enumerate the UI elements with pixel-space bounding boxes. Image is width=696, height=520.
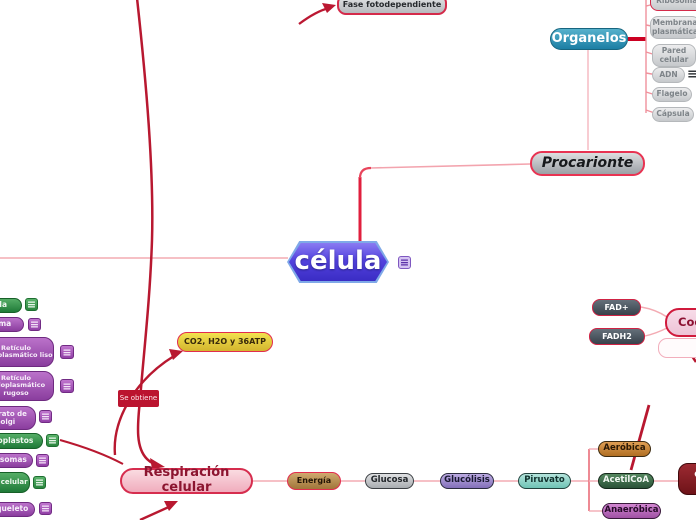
arrowhead-fase xyxy=(322,3,336,13)
edge-fadh2-coenzimas xyxy=(644,327,668,337)
edge-cloroplastos xyxy=(59,439,124,465)
node-celula-label: célula xyxy=(289,243,387,281)
edge-bottom-arrow xyxy=(139,504,172,520)
node-piruvato[interactable]: Piruvato xyxy=(518,473,571,489)
node-lisosoma[interactable]: Lisosoma xyxy=(0,317,24,332)
node-coenzimas[interactable]: Coenzimas xyxy=(665,308,696,337)
node-fad[interactable]: FAD+ xyxy=(592,299,641,316)
node-acetilcoa[interactable]: AcetilCoA xyxy=(598,473,654,489)
notes-icon-reticulo-liso[interactable]: ≡ xyxy=(60,345,74,359)
node-pared-celular-left[interactable]: Pared celular xyxy=(0,472,30,493)
notes-icon-lisosoma[interactable]: ≡ xyxy=(28,318,41,331)
arrowhead-respiracion-bottom xyxy=(164,501,178,511)
notes-icon-adn[interactable]: ≡ xyxy=(687,67,696,82)
notes-icon-peroxisomas[interactable]: ≡ xyxy=(36,454,49,467)
edge-celula-procarionte-c xyxy=(358,166,372,179)
node-reticulo-liso[interactable]: Retículo endoplasmático liso xyxy=(0,337,54,367)
node-pared-celular-right[interactable]: Pared celular xyxy=(652,44,696,67)
notes-icon-celula[interactable]: ≡ xyxy=(398,256,411,269)
edge-arrow-to-fase xyxy=(298,6,330,25)
relation-label-se-obtiene[interactable]: Se obtiene xyxy=(118,390,159,407)
node-glucolisis[interactable]: Glucólisis xyxy=(440,473,494,489)
node-co2-h2o-atp[interactable]: CO2, H2O y 36ATP xyxy=(177,332,273,352)
notes-icon-cloroplastos[interactable]: ≡ xyxy=(46,434,59,447)
notes-icon-reticulo-rugoso[interactable]: ≡ xyxy=(60,379,74,393)
node-ribosomas[interactable]: Ribosomas xyxy=(650,0,696,11)
node-capsula[interactable]: Cápsula xyxy=(652,107,694,122)
node-cloroplastos[interactable]: Cloroplastos xyxy=(0,433,43,449)
node-anaerobica[interactable]: Anaeróbica xyxy=(602,503,661,519)
node-aerobica[interactable]: Aeróbica xyxy=(598,441,651,457)
node-citoesqueleto[interactable]: Citoesqueleto xyxy=(0,502,35,517)
edge-diagonal-lower xyxy=(629,404,651,471)
node-aparato-golgi[interactable]: Aparato de Golgi xyxy=(0,406,36,430)
node-organelos[interactable]: Organelos xyxy=(550,28,628,50)
notes-icon-aparato-golgi[interactable]: ≡ xyxy=(39,410,52,423)
node-vacuola[interactable]: Vacuola xyxy=(0,298,22,313)
node-celula[interactable]: célula xyxy=(287,241,389,283)
node-energia[interactable]: Energía xyxy=(287,472,341,490)
edge-main-curve xyxy=(135,0,161,468)
partial-node-outline xyxy=(658,338,696,358)
node-respiracion-celular[interactable]: Respiración celular xyxy=(120,465,253,495)
node-adn[interactable]: ADN xyxy=(652,67,685,83)
node-ciclo-krebs[interactable]: Ciclo de Krebs xyxy=(678,463,696,495)
notes-icon-pared-celular-left[interactable]: ≡ xyxy=(33,476,46,489)
arrowhead-respiracion-top xyxy=(150,458,165,469)
edge-fad-coenzimas xyxy=(640,306,668,318)
node-glucosa[interactable]: Glucosa xyxy=(365,473,414,489)
notes-icon-citoesqueleto[interactable]: ≡ xyxy=(39,502,52,515)
node-procarionte[interactable]: Procarionte xyxy=(530,151,645,176)
edge-celula-procarionte-h xyxy=(370,163,531,169)
arrowhead-co2 xyxy=(169,349,183,360)
node-peroxisomas[interactable]: Peroxisomas xyxy=(0,453,33,468)
node-fase-fotodependiente[interactable]: Fase fotodependiente xyxy=(337,0,447,15)
node-flagelo[interactable]: Flagelo xyxy=(652,87,692,102)
notes-icon-vacuola[interactable]: ≡ xyxy=(25,298,38,311)
node-membrana-plasmatica[interactable]: Membrana plasmática xyxy=(650,16,696,39)
node-fadh2[interactable]: FADH2 xyxy=(589,328,645,345)
node-reticulo-rugoso[interactable]: Retículo endoplasmático rugoso xyxy=(0,371,54,401)
